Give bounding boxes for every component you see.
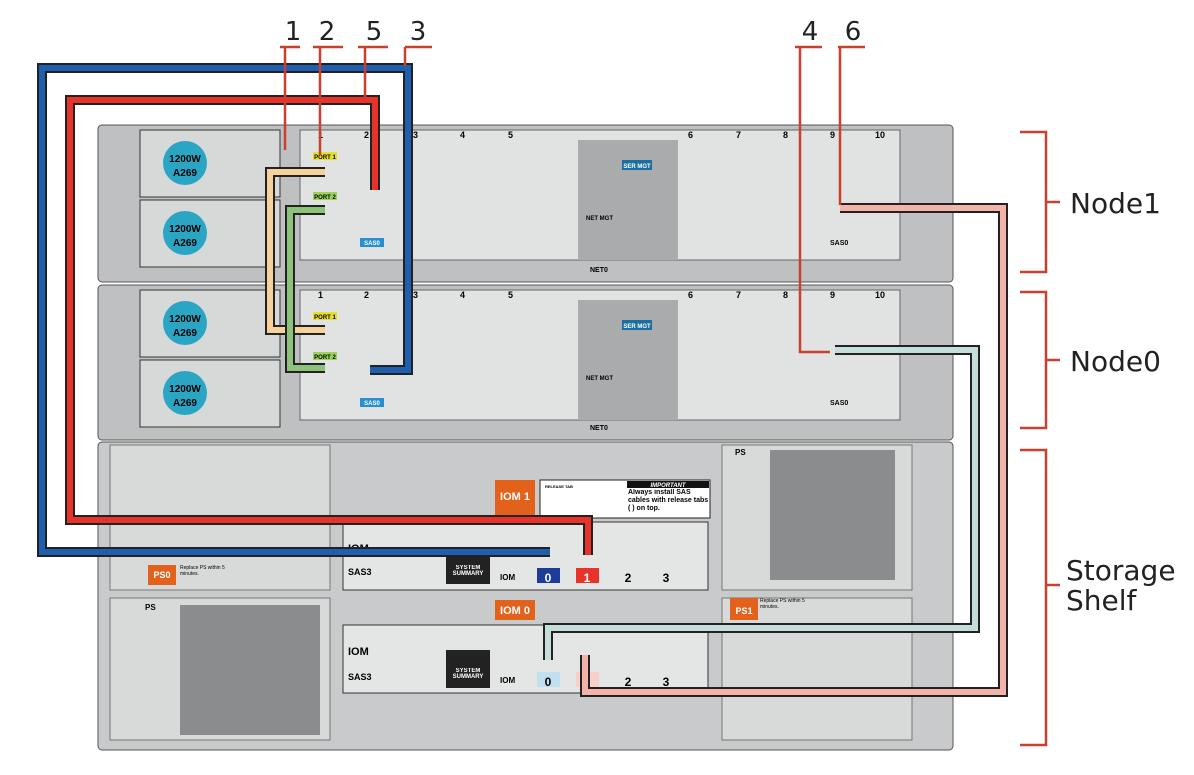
node_ports-net_mgt: NET MGT (586, 376, 613, 382)
psu-model: A269 (173, 168, 197, 179)
psu-watt: 1200W (169, 384, 201, 395)
psu-model: A269 (173, 238, 197, 249)
shelf-iom: IOM (500, 676, 515, 685)
shelf-replace_note: Replace PS within 5 minutes. (180, 565, 225, 577)
label-node1: Node1 (1070, 187, 1161, 220)
slots-7: 8 (783, 130, 788, 140)
cable-pink (580, 203, 1008, 697)
node0-chassis (97, 284, 954, 441)
cable-green (285, 205, 325, 373)
shelf-iom: IOM (348, 646, 369, 658)
psu-model: A269 (173, 398, 197, 409)
slots-4: 5 (508, 290, 513, 300)
callout-2: 2 (319, 17, 336, 47)
shelf-ports-2: 2 (625, 571, 632, 585)
node_ports-net0: NET0 (590, 425, 608, 432)
callout-1: 1 (285, 17, 302, 47)
node_ports-sas: SAS0 (364, 241, 380, 247)
node_ports-ser_mgt: SER MGT (623, 164, 651, 170)
psu-model: A269 (173, 328, 197, 339)
node_ports-net_mgt: NET MGT (586, 216, 613, 222)
slots-2: 3 (413, 290, 418, 300)
callout-5: 5 (366, 17, 383, 47)
slot-labels: 1 2 3 4 5 6 7 8 9 10 1 2 3 4 5 6 7 8 9 1… (313, 130, 885, 432)
slots-8: 9 (830, 290, 835, 300)
slots-5: 6 (688, 130, 693, 140)
cable-gray (543, 345, 980, 660)
cable-blue (37, 63, 550, 557)
shelf-sas3: SAS3 (348, 567, 372, 577)
label-storage: Storage (1066, 554, 1176, 587)
slots-1: 2 (364, 290, 369, 300)
slots-3: 4 (460, 290, 465, 300)
node_ports-port2: PORT 2 (314, 195, 336, 201)
slots-6: 7 (736, 290, 741, 300)
slots-6: 7 (736, 130, 741, 140)
slots-0: 1 (318, 290, 323, 300)
node_ports-ser_mgt: SER MGT (623, 324, 651, 330)
node_ports-port2: PORT 2 (314, 355, 336, 361)
shelf-release_tab: RELEASE TAB (545, 484, 573, 489)
slots-3: 4 (460, 130, 465, 140)
iom0-label: IOM 0 (500, 605, 530, 617)
storage-shelf-chassis (97, 441, 954, 751)
shelf-ports-3: 3 (663, 675, 670, 689)
slots-5: 6 (688, 290, 693, 300)
psu-watt: 1200W (169, 154, 201, 165)
shelf-ports-1: 1 (584, 571, 591, 585)
slots-7: 8 (783, 290, 788, 300)
cable-red (65, 95, 593, 555)
shelf-ports-3: 3 (663, 571, 670, 585)
shelf-iom: IOM (500, 573, 515, 582)
slots-9: 10 (875, 130, 885, 140)
shelf-ps0: PS0 (153, 570, 170, 580)
node_ports-net0: NET0 (590, 267, 608, 274)
shelf-ports-0: 0 (545, 571, 552, 585)
iom1-label: IOM 1 (500, 491, 530, 503)
node_ports-port1: PORT 1 (314, 155, 336, 161)
shelf-replace_note: Replace PS within 5 minutes. (760, 598, 805, 610)
callout-6: 6 (845, 17, 862, 47)
shelf-sas3: SAS3 (348, 672, 372, 682)
psu-watt: 1200W (169, 314, 201, 325)
slots-8: 9 (830, 130, 835, 140)
psu-ps_label: PS (145, 603, 156, 612)
cables (37, 63, 1008, 697)
node1-chassis (97, 124, 954, 283)
shelf-ps1: PS1 (735, 606, 752, 616)
shelf-system_summary: SYSTEM SUMMARY (452, 668, 484, 680)
shelf-ports-0: 0 (545, 675, 552, 689)
important-note: Always install SAS cables with release t… (628, 489, 709, 512)
psu-ps_label: PS (735, 448, 746, 457)
slots-1: 2 (364, 130, 369, 140)
node_ports-sas: SAS0 (830, 400, 848, 407)
shelf-system_summary: SYSTEM SUMMARY (452, 565, 484, 577)
label-node0: Node0 (1070, 345, 1161, 378)
cable-tan (265, 167, 325, 335)
callout-3: 3 (410, 17, 427, 47)
slots-9: 10 (875, 290, 885, 300)
psu-labels: 1200W A269 1200W A269 1200W A269 1200W A269 (163, 141, 207, 415)
node_ports-sas: SAS0 (830, 240, 848, 247)
shelf-important: IMPORTANT (650, 483, 686, 489)
shelf-labels: IOM 1 IOM 0 RELEASE TAB IMPORTANT Always… (145, 448, 805, 689)
slots-2: 3 (413, 130, 418, 140)
slots-4: 5 (508, 130, 513, 140)
label-shelf: Shelf (1066, 584, 1138, 617)
node_ports-sas: SAS0 (364, 401, 380, 407)
callout-4: 4 (802, 17, 819, 47)
psu-watt: 1200W (169, 224, 201, 235)
shelf-ports-2: 2 (625, 675, 632, 689)
node_ports-port1: PORT 1 (314, 315, 336, 321)
callouts (280, 45, 1060, 747)
